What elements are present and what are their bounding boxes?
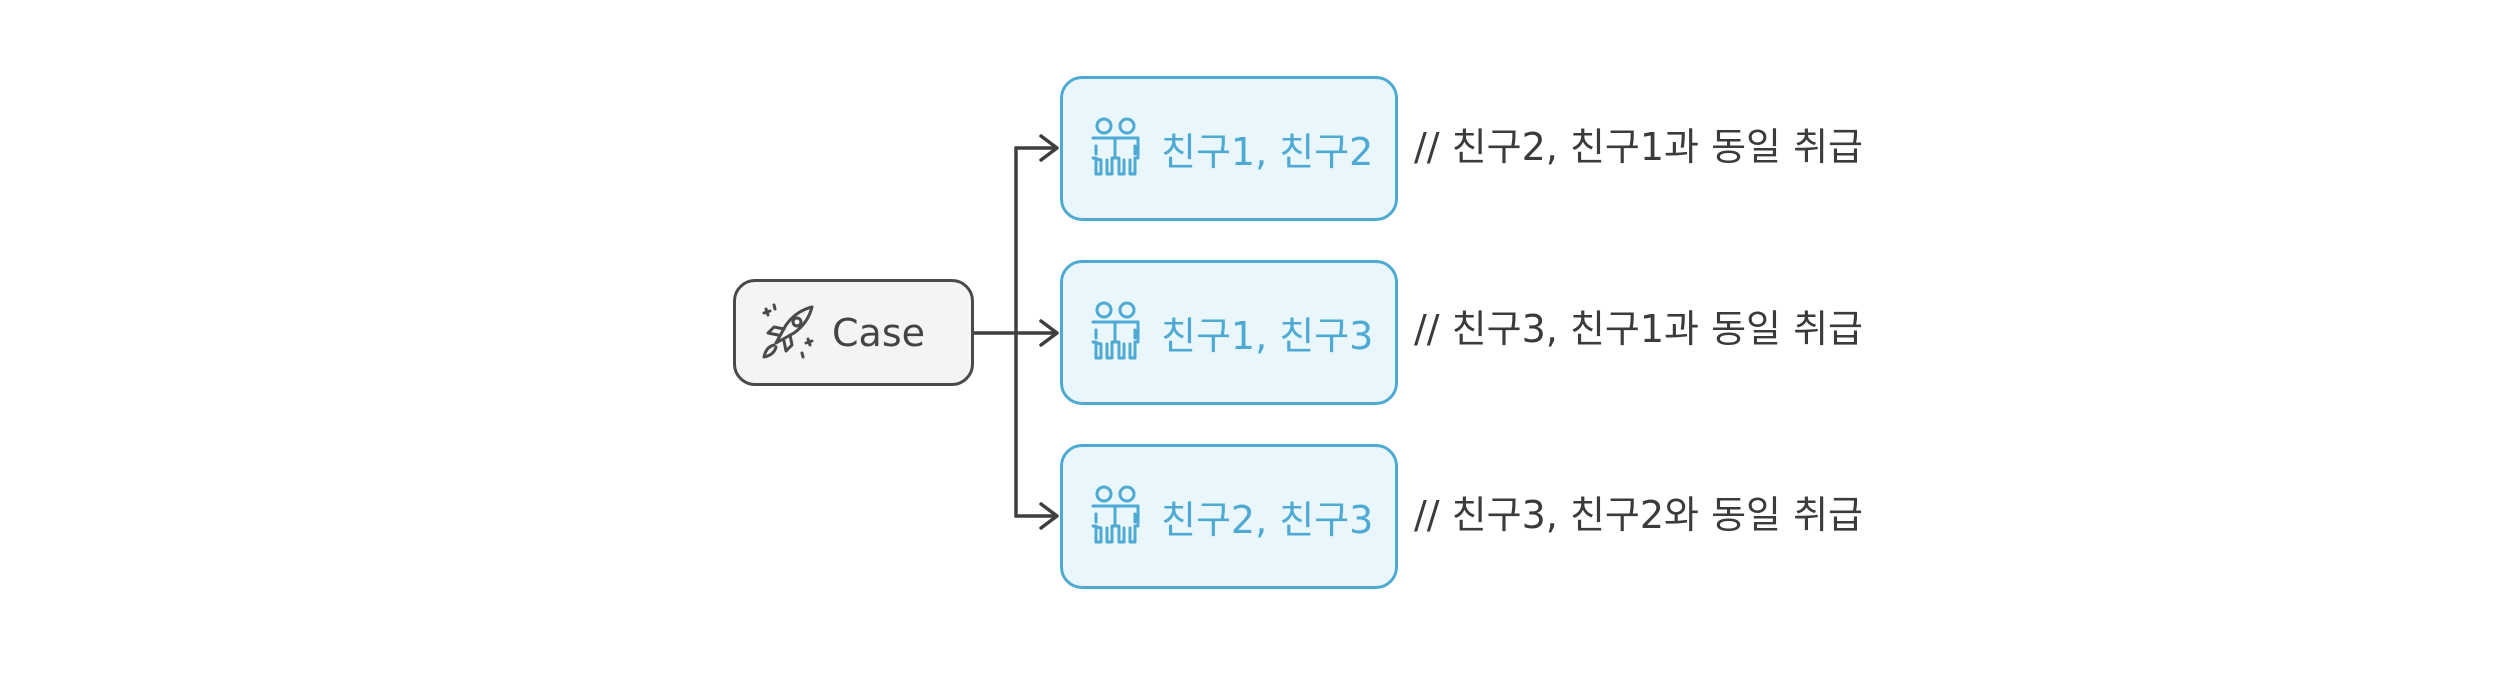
branch-label-2: 친구1, 친구3	[1161, 314, 1374, 358]
branch-node-2[interactable]: 친구1, 친구3	[1060, 260, 1398, 405]
branch-note-1: // 친구2, 친구1과 동일 취급	[1414, 125, 1863, 169]
arrowhead-2	[1039, 319, 1059, 347]
people-icon	[1087, 300, 1145, 366]
case-node[interactable]: Case	[733, 279, 974, 386]
arrowhead-3	[1039, 502, 1059, 530]
people-icon	[1087, 484, 1145, 550]
branch-node-1[interactable]: 친구1, 친구2	[1060, 76, 1398, 221]
branch-label-1: 친구1, 친구2	[1161, 130, 1374, 174]
branch-note-2: // 친구3, 친구1과 동일 취급	[1414, 307, 1863, 351]
people-icon	[1087, 116, 1145, 182]
arrowhead-1	[1039, 134, 1059, 162]
case-label: Case	[832, 310, 925, 355]
rocket-icon	[758, 301, 818, 365]
branch-note-3: // 친구3, 친구2와 동일 취급	[1414, 493, 1863, 537]
branch-label-3: 친구2, 친구3	[1161, 498, 1374, 542]
branch-node-3[interactable]: 친구2, 친구3	[1060, 444, 1398, 589]
